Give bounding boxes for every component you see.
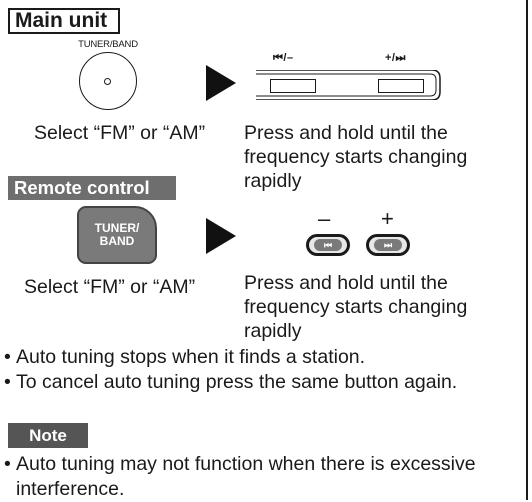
tuning-notes-list: Auto tuning stops when it finds a statio… — [4, 345, 457, 395]
remote-control-heading: Remote control — [8, 176, 176, 200]
main-prev-button — [270, 79, 316, 93]
remote-instruction: Press and hold until the frequency start… — [244, 272, 468, 342]
skip-forward-icon: ⏭ — [374, 239, 402, 251]
note-list: Auto tuning may not function when there … — [4, 452, 504, 502]
button-panel-outline — [256, 70, 441, 100]
remote-select-caption: Select “FM” or “AM” — [24, 276, 196, 298]
list-item: Auto tuning stops when it finds a statio… — [4, 345, 457, 370]
remote-button-line1: TUNER/ — [94, 221, 140, 235]
tuner-band-knob — [79, 52, 137, 110]
main-unit-heading: Main unit — [8, 8, 120, 34]
remote-button-line2: BAND — [99, 234, 135, 248]
main-unit-button-panel — [256, 70, 441, 100]
right-arrow-icon — [206, 65, 236, 101]
main-unit-instruction: Press and hold until the frequency start… — [244, 122, 468, 192]
main-next-button-label: +/⏭ — [385, 52, 406, 64]
right-arrow-icon — [206, 218, 236, 254]
remote-next-button: ⏭ — [366, 234, 410, 256]
knob-indicator-dot — [104, 78, 111, 85]
main-unit-select-caption: Select “FM” or “AM” — [34, 122, 206, 144]
remote-prev-button: ⏮ — [306, 234, 350, 256]
note-heading: Note — [8, 423, 88, 448]
main-prev-button-label: ⏮/– — [273, 52, 294, 64]
main-next-button — [378, 79, 424, 93]
list-item: Auto tuning may not function when there … — [4, 452, 504, 502]
list-item: To cancel auto tuning press the same but… — [4, 370, 457, 395]
page-edge-rule — [526, 0, 528, 500]
minus-sign: – — [318, 206, 331, 231]
skip-back-icon: ⏮ — [314, 239, 342, 251]
plus-sign: + — [381, 206, 394, 231]
tuner-band-knob-label: TUNER/BAND — [78, 39, 138, 50]
remote-tuner-band-button: TUNER/ BAND — [77, 206, 157, 264]
